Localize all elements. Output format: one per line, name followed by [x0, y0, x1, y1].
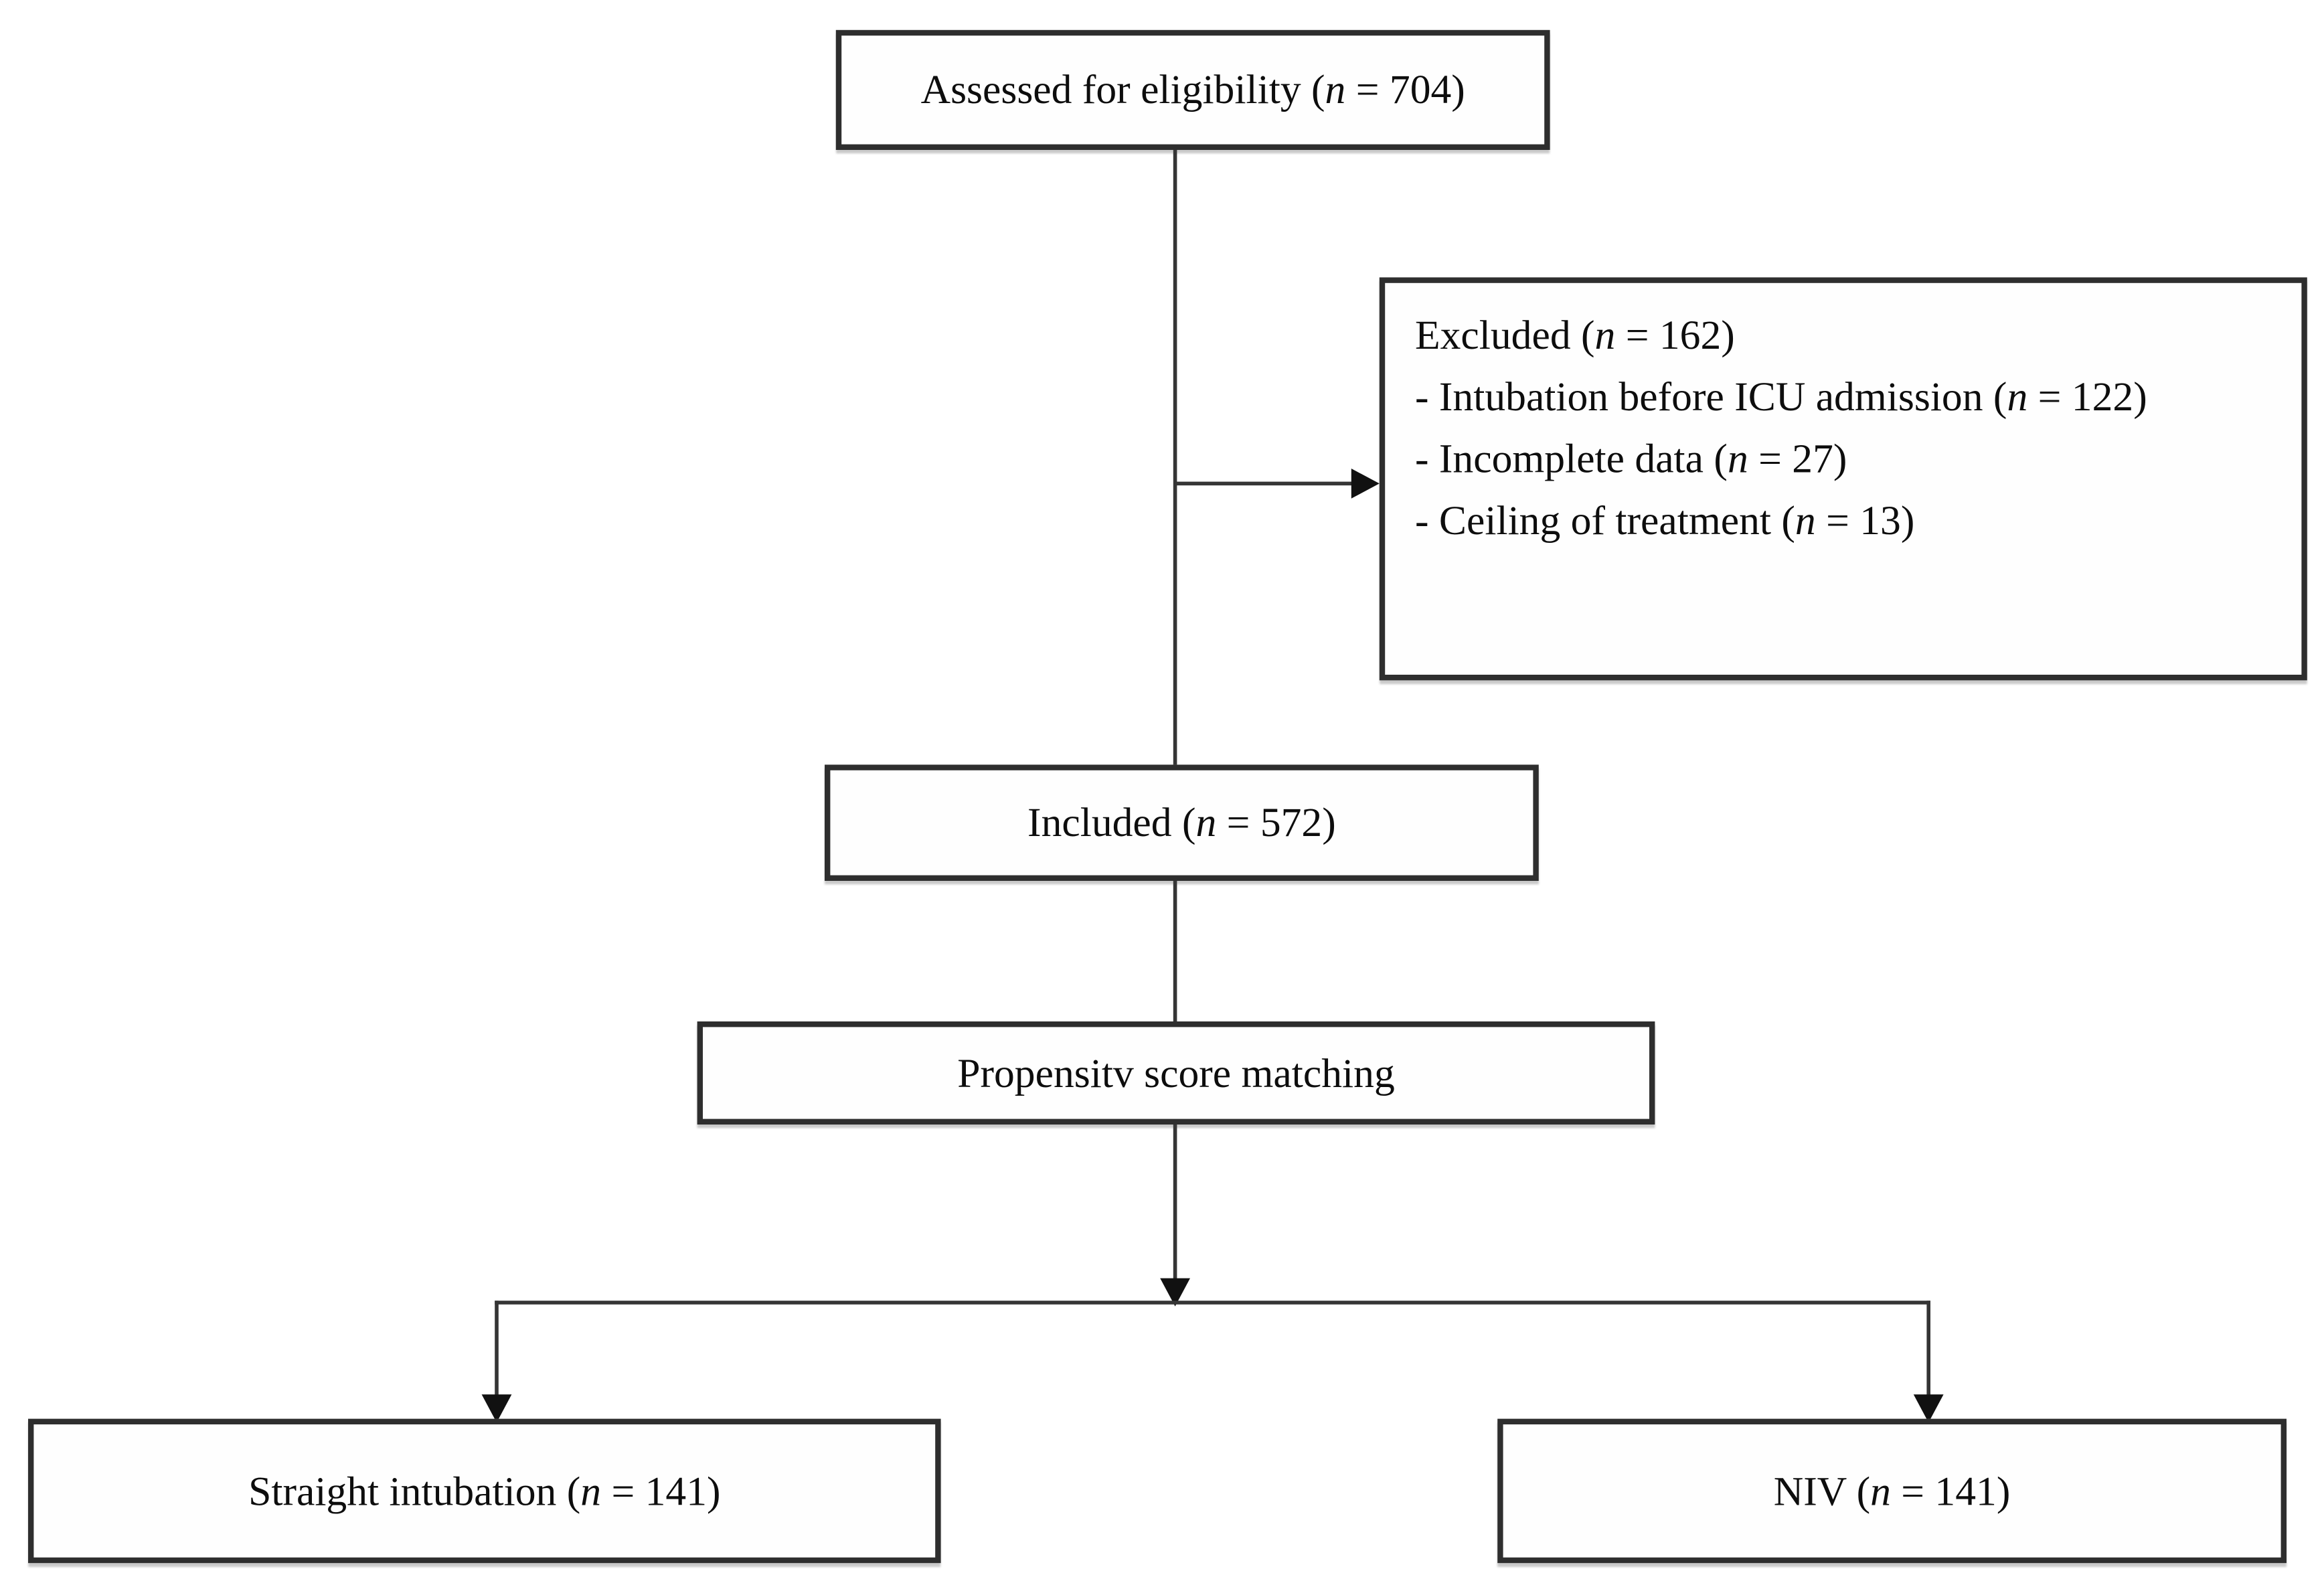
- connector-assessed-included: [1173, 146, 1177, 768]
- straight-label: Straight intubation (n = 141): [248, 1467, 720, 1515]
- arrowhead-excluded: [1351, 469, 1380, 499]
- label-segment: Included (: [1027, 798, 1196, 845]
- label-n: n: [580, 1467, 602, 1513]
- label-n: n: [2007, 373, 2028, 420]
- propensity-box: Propensitv score matching: [697, 1021, 1655, 1125]
- label-segment: = 572): [1216, 798, 1336, 845]
- label-segment: - Intubation before ICU admission (: [1415, 373, 2007, 420]
- label-segment: = 122): [2027, 373, 2147, 420]
- label-segment: Excluded (: [1415, 311, 1595, 358]
- assessed-label: Assessed for eligibility (n = 704): [921, 66, 1465, 114]
- straight-intubation-box: Straight intubation (n = 141): [28, 1418, 941, 1564]
- label-n: n: [1795, 497, 1816, 544]
- included-box: Included (n = 572): [825, 764, 1539, 881]
- label-segment: = 141): [601, 1467, 721, 1513]
- label-n: n: [1325, 66, 1346, 112]
- split-line: [495, 1301, 1931, 1305]
- label-n: n: [1870, 1467, 1891, 1513]
- label-segment: = 704): [1345, 66, 1465, 112]
- label-segment: = 27): [1748, 434, 1847, 482]
- label-segment: = 13): [1815, 497, 1915, 544]
- label-segment: NIV (: [1773, 1467, 1871, 1513]
- arrowhead-niv: [1913, 1394, 1944, 1423]
- connector-propensity-split: [1173, 1121, 1177, 1282]
- niv-box: NIV (n = 141): [1497, 1418, 2287, 1564]
- excluded-title: Excluded (n = 162): [1415, 304, 2282, 365]
- niv-label: NIV (n = 141): [1774, 1467, 2011, 1515]
- excluded-item: - Intubation before ICU admission (n = 1…: [1415, 365, 2282, 427]
- label-segment: = 162): [1615, 311, 1735, 358]
- label-segment: = 141): [1890, 1467, 2011, 1513]
- propensity-label: Propensitv score matching: [957, 1048, 1395, 1096]
- connector-to-excluded: [1175, 481, 1355, 486]
- excluded-item: - Ceiling of treatment (n = 13): [1415, 489, 2282, 551]
- label-segment: - Ceiling of treatment (: [1415, 497, 1795, 544]
- connector-included-propensity: [1173, 877, 1177, 1025]
- connector-split-straight: [495, 1301, 499, 1398]
- arrowhead-straight: [481, 1394, 512, 1423]
- label-n: n: [1195, 798, 1217, 845]
- included-label: Included (n = 572): [1027, 799, 1336, 847]
- label-n: n: [1594, 311, 1616, 358]
- label-segment: Straight intubation (: [248, 1467, 581, 1513]
- excluded-item: - Incomplete data (n = 27): [1415, 427, 2282, 489]
- label-segment: - Incomplete data (: [1415, 434, 1728, 482]
- excluded-box: Excluded (n = 162) - Intubation before I…: [1379, 277, 2307, 681]
- label-n: n: [1727, 434, 1748, 482]
- label-segment: Assessed for eligibility (: [920, 66, 1325, 112]
- assessed-box: Assessed for eligibility (n = 704): [835, 29, 1550, 150]
- connector-split-niv: [1926, 1301, 1930, 1398]
